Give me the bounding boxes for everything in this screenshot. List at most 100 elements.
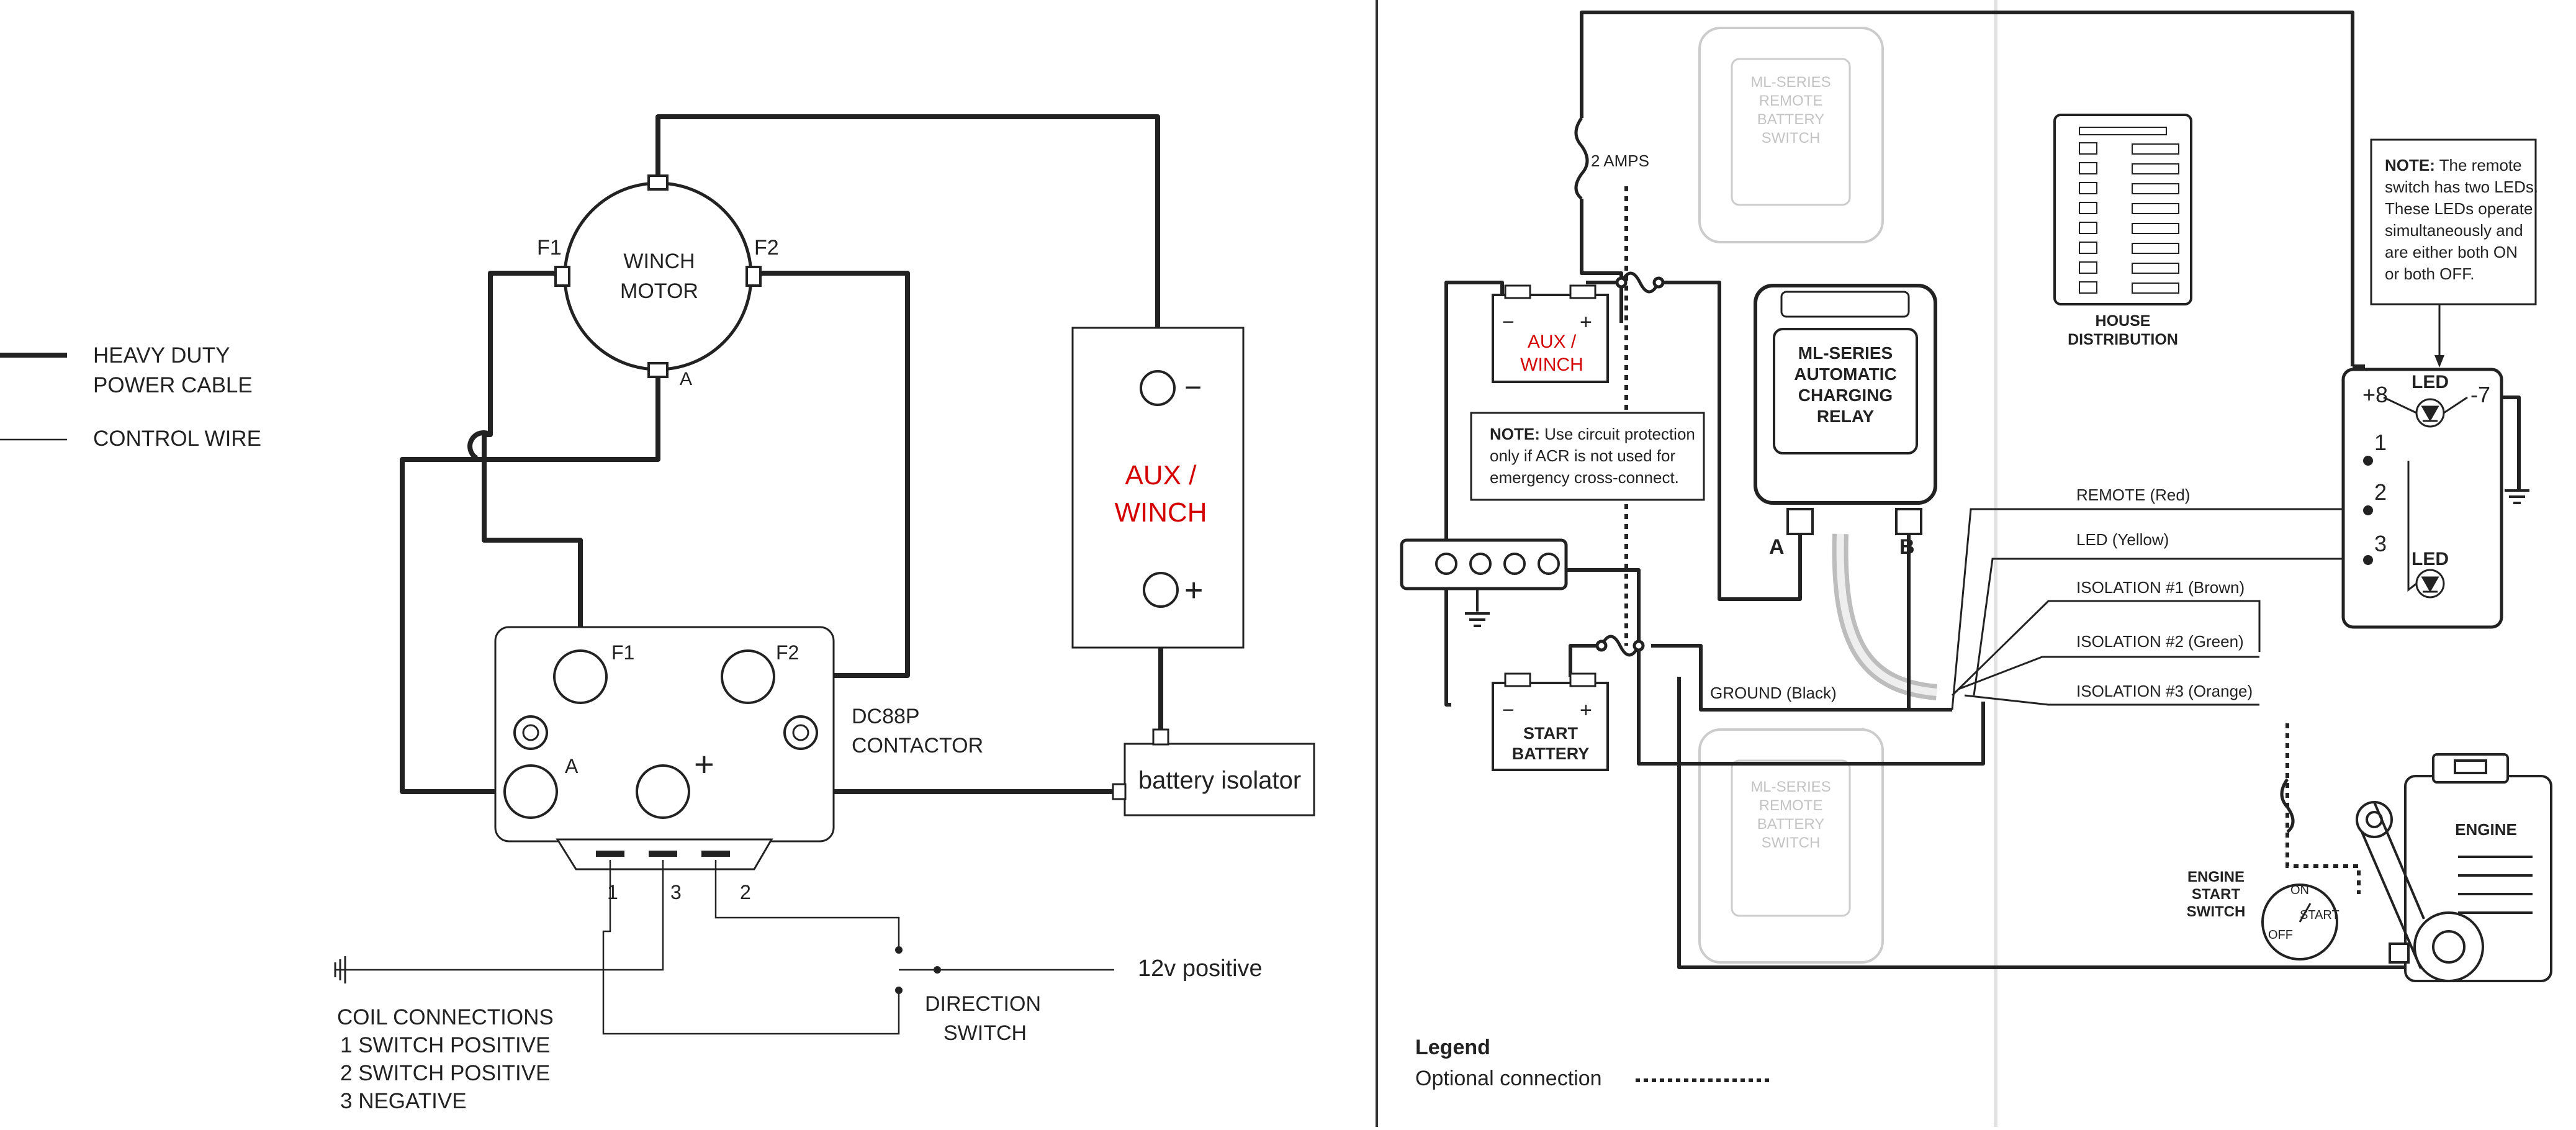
motor-top-terminal [647,174,669,191]
heavy-cable-label-1: HEAVY DUTY [93,343,230,368]
note-led-line-4: are either both ON [2385,243,2518,261]
direction-switch-label-1: DIRECTION [925,992,1041,1016]
relay-label-plate [1773,328,1918,454]
contactor-f2-post [721,649,775,704]
motor-a-label: A [680,369,692,389]
optional-engine-line [2286,723,2361,894]
isolator-input [1112,783,1127,800]
aux-right-label-2: WINCH [1520,355,1583,375]
contactor-f1-label: F1 [611,641,634,664]
ground-symbol-remote [2505,489,2529,504]
winch-motor: WINCH MOTOR F1 F2 A [537,174,779,389]
engine-switch-off: OFF [2268,928,2293,942]
wire-label-iso1: ISOLATION #1 (Brown) [2076,578,2245,597]
fuse-2amps-label: 2 AMPS [1591,151,1649,170]
relay-top-cap [1780,291,1910,318]
wire-label-iso2: ISOLATION #2 (Green) [2076,632,2244,651]
start-battery-label-1: START [1523,724,1578,743]
ground-symbol-bus [1465,589,1490,627]
isolation-orange-wire [1964,694,2259,706]
control-wire-label: CONTROL WIRE [93,427,261,451]
engine-switch-start: START [2300,908,2340,922]
winch-motor-label-2: MOTOR [620,279,698,303]
contactor-stud-right [783,715,818,750]
svg-text:BATTERY: BATTERY [1757,816,1824,833]
wire-pin2 [714,860,900,950]
fuse-2amps [1574,117,1589,200]
engine-switch-on: ON [2290,884,2309,897]
terminal-3: 3 [2374,531,2387,556]
note-led-line-5: or both OFF. [2385,264,2475,283]
terminal-plus8: +8 [2362,382,2388,407]
isolation-green-wire [1958,656,2259,690]
svg-text:REMOTE: REMOTE [1759,797,1823,814]
wire-pin1 [602,860,900,1035]
note-led-line-2: These LEDs operate [2385,199,2533,218]
isolator-label: battery isolator [1138,767,1301,794]
legend-item: Optional connection [1415,1067,1602,1090]
contactor-plus-label: + [694,744,714,784]
winch-motor-body [563,181,753,371]
coil-pin-3 [649,851,677,857]
legend-title: Legend [1415,1036,1490,1059]
engine [2356,753,2552,982]
aux-right-plus: + [1580,310,1592,334]
switch-contact-top [895,946,903,954]
start-battery-plus: + [1580,698,1592,722]
house-label-2: DISTRIBUTION [2068,331,2178,348]
ground-symbol-left [334,956,346,983]
dc88p-contactor: F1 F2 A + DC88P CONTACTOR 1 3 2 [494,626,983,903]
motor-f1-label: F1 [537,236,562,260]
switch-contact-bottom [895,987,903,994]
svg-text:SWITCH: SWITCH [1762,130,1821,147]
wire-fuse-down [1580,199,1623,323]
remote-battery-switch-bottom: ML-SERIES REMOTE BATTERY SWITCH [1698,728,1884,964]
aux-battery-label-2: WINCH [1114,497,1207,528]
relay-a-label: A [1769,535,1785,559]
contactor-stud-left [513,715,548,750]
engine-switch-label-1: ENGINE [2187,869,2245,885]
remote-battery-switch-top: ML-SERIES REMOTE BATTERY SWITCH [1698,27,1884,243]
remote-switch-terminal: +8 LED -7 1 2 3 LED [2341,368,2503,629]
cable-f2-to-contactor-f2 [754,271,910,678]
aux-winch-battery: − + AUX / WINCH [1071,327,1245,649]
aux-battery-pos-terminal [1143,572,1179,608]
svg-text:REMOTE: REMOTE [1759,93,1823,109]
signal-wires [1951,508,2365,710]
motor-f2-label: F2 [754,236,779,260]
led-top-icon [2415,398,2445,428]
note-led-bold: NOTE: [2385,156,2435,174]
aux-battery-label-1: AUX / [1125,460,1197,490]
engine-switch-label-2: START [2192,886,2241,903]
aux-right-label-1: AUX / [1528,332,1577,352]
aux-right-minus: − [1502,310,1515,334]
aux-right-box [1492,294,1609,383]
contactor-plus-post [636,764,690,819]
engine-start-switch: ON START OFF ENGINE START SWITCH [2187,869,2340,960]
relay-label-4: RELAY [1817,407,1875,426]
note-cp-line3: emergency cross-connect. [1490,468,1679,487]
direction-switch: DIRECTION SWITCH [895,946,1041,1045]
svg-text:BATTERY: BATTERY [1757,111,1824,128]
motor-f2-terminal [745,266,762,287]
switch-contact-mid [934,966,941,974]
note-circuit-protection: NOTE: Use circuit protection only if ACR… [1470,412,1705,501]
cable-a-to-contactor-a [400,366,660,794]
remote-red-wire [1951,508,2365,710]
coil-connections-key: COIL CONNECTIONS 1 SWITCH POSITIVE 2 SWI… [337,1005,554,1113]
svg-text:SWITCH: SWITCH [1762,834,1821,851]
note-cp-line2: only if ACR is not used for [1490,446,1675,465]
coil-item-2: 2 SWITCH POSITIVE [340,1061,550,1085]
relay-label-1: ML-SERIES [1798,343,1893,363]
winch-motor-label-1: WINCH [623,250,695,273]
aux-battery-plus: + [1184,572,1203,608]
note-cp-bold: NOTE: [1490,425,1540,443]
engine-label: ENGINE [2455,820,2517,839]
wire-pin3 [335,860,664,971]
fuse-aux [1615,271,1665,294]
start-battery-minus: − [1502,698,1515,722]
isolation-brown-wire [1951,600,2261,697]
contactor-f2-label: F2 [776,641,799,664]
contactor-f1-post [553,649,608,704]
